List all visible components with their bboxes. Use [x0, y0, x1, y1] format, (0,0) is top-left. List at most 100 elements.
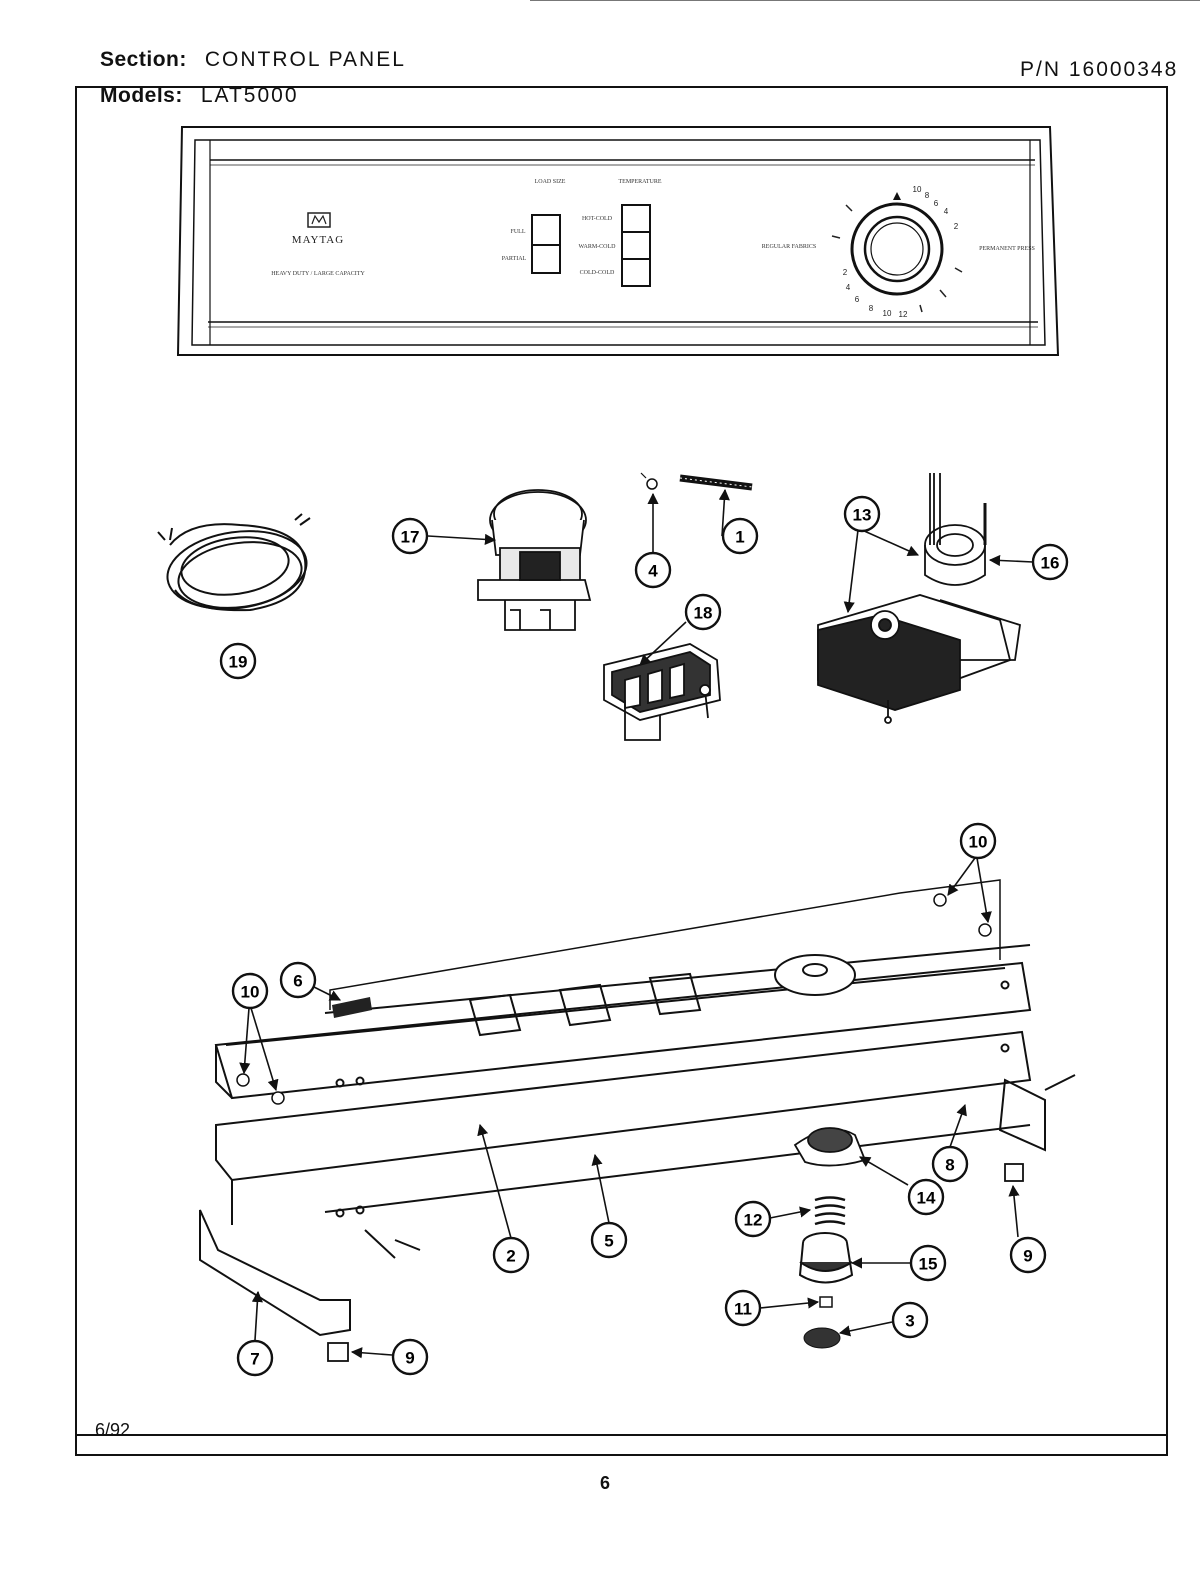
callout-6: 6 — [279, 961, 317, 999]
callout-9-left: 9 — [391, 1338, 429, 1376]
temp-warm-cold-button[interactable] — [621, 231, 651, 260]
dial-number-b10: 10 — [883, 309, 892, 318]
svg-text:5: 5 — [604, 1232, 613, 1251]
part-1-spring — [679, 474, 753, 491]
part-4-retainer — [640, 472, 658, 490]
callout-5: 5 — [590, 1221, 628, 1259]
models-header: Models: LAT5000 — [100, 84, 299, 108]
callout-9-right: 9 — [1009, 1236, 1047, 1274]
dial-number-b2: 2 — [843, 268, 848, 277]
part-18-push-button-switch — [603, 643, 721, 741]
svg-text:10: 10 — [241, 983, 260, 1002]
maytag-logo-icon — [307, 212, 331, 228]
panel-brand: MAYTAG — [292, 234, 344, 246]
part-number-value: P/N 16000348 — [1020, 58, 1179, 81]
svg-text:7: 7 — [250, 1350, 259, 1369]
svg-text:14: 14 — [917, 1189, 936, 1208]
svg-text:4: 4 — [648, 562, 658, 581]
callout-1: 1 — [721, 517, 759, 555]
section-header: Section: CONTROL PANEL — [100, 48, 406, 72]
callout-10-left: 10 — [231, 972, 269, 1010]
top-rule — [530, 0, 1200, 1]
part-12-spring — [814, 1196, 846, 1226]
models-value: LAT5000 — [200, 84, 299, 107]
dial-number-b6: 6 — [855, 295, 860, 304]
part-14-knob-skirt — [793, 1127, 867, 1167]
callout-3: 3 — [891, 1301, 929, 1339]
part-17-selector-switch — [477, 489, 592, 631]
control-panel-illustration: MAYTAG HEAVY DUTY / LARGE CAPACITY LOAD … — [176, 126, 1060, 356]
callout-11: 11 — [724, 1289, 762, 1327]
footer-rule — [75, 1434, 1168, 1436]
dial-number-b8: 8 — [869, 304, 874, 313]
callout-14: 14 — [907, 1178, 945, 1216]
dial-number-2: 2 — [954, 222, 959, 231]
svg-text:10: 10 — [969, 833, 988, 852]
diagram-frame — [75, 86, 1168, 1456]
temperature-label: TEMPERATURE — [618, 179, 661, 185]
page-number: 6 — [600, 1473, 611, 1493]
svg-text:9: 9 — [1023, 1247, 1032, 1266]
revision-date: 6/92 — [95, 1420, 131, 1440]
dial-pointer-icon — [893, 192, 901, 200]
panel-tagline: HEAVY DUTY / LARGE CAPACITY — [271, 271, 365, 277]
section-value: CONTROL PANEL — [204, 48, 406, 71]
svg-text:18: 18 — [694, 604, 713, 623]
callout-15: 15 — [909, 1244, 947, 1282]
callout-19: 19 — [219, 642, 257, 680]
callout-12: 12 — [734, 1200, 772, 1238]
permanent-press-label: PERMANENT PRESS — [979, 246, 1035, 252]
part-13-timer-assembly — [817, 594, 1021, 724]
timer-dial[interactable] — [850, 202, 944, 296]
section-label: Section: — [100, 48, 187, 71]
part-2-console-bracket — [214, 879, 1032, 1100]
svg-text:16: 16 — [1041, 554, 1060, 573]
part-11-retainer — [819, 1296, 833, 1308]
part-19-wire-harness — [157, 513, 311, 612]
load-partial-button[interactable] — [531, 244, 561, 274]
svg-text:13: 13 — [853, 506, 872, 525]
dial-number-4: 4 — [944, 207, 949, 216]
svg-text:8: 8 — [945, 1156, 954, 1175]
callout-8: 8 — [931, 1145, 969, 1183]
temp-option-cold-cold: COLD-COLD — [580, 270, 615, 276]
part-8-end-bracket — [998, 1078, 1046, 1152]
callout-17: 17 — [391, 517, 429, 555]
dial-number-10: 10 — [913, 185, 922, 194]
leader-lines — [239, 488, 1034, 1359]
svg-text:19: 19 — [229, 653, 248, 672]
screws-misc — [364, 1074, 1076, 1259]
callout-18: 18 — [684, 593, 722, 631]
dial-number-6: 6 — [934, 199, 939, 208]
part-9-clip — [327, 1163, 1024, 1362]
part-16-timer-motor — [924, 473, 987, 586]
callout-2: 2 — [492, 1236, 530, 1274]
part-3-knob-insert — [803, 1327, 841, 1349]
svg-text:9: 9 — [405, 1349, 414, 1368]
callout-16: 16 — [1031, 543, 1069, 581]
models-label: Models: — [100, 84, 183, 107]
callout-10-right: 10 — [959, 822, 997, 860]
svg-text:6: 6 — [293, 972, 302, 991]
dial-number-b4: 4 — [846, 283, 851, 292]
temp-cold-cold-button[interactable] — [621, 258, 651, 287]
svg-text:1: 1 — [735, 528, 744, 547]
load-option-partial: PARTIAL — [502, 256, 527, 262]
part-6-clip — [332, 997, 372, 1018]
part-10-screws — [236, 893, 992, 1105]
part-7-end-bracket — [199, 1209, 351, 1337]
callout-7: 7 — [236, 1339, 274, 1377]
svg-text:17: 17 — [401, 528, 420, 547]
callout-4: 4 — [634, 551, 672, 589]
regular-fabrics-label: REGULAR FABRICS — [762, 244, 816, 250]
load-full-button[interactable] — [531, 214, 561, 246]
dial-number-8: 8 — [925, 191, 930, 200]
temp-hot-cold-button[interactable] — [621, 204, 651, 233]
callout-13: 13 — [843, 495, 881, 533]
temp-option-warm-cold: WARM-COLD — [579, 244, 617, 250]
svg-text:3: 3 — [905, 1312, 914, 1331]
dial-number-b12: 12 — [899, 310, 908, 319]
svg-text:12: 12 — [744, 1211, 763, 1230]
svg-text:15: 15 — [919, 1255, 938, 1274]
